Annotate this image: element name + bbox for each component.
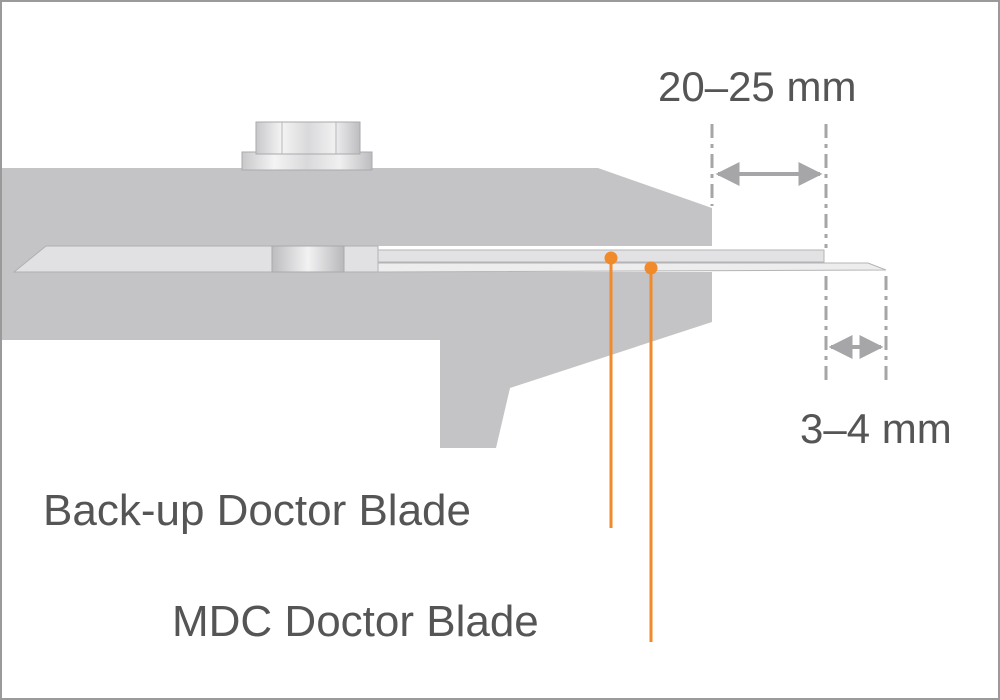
backup-blade-label: Back-up Doctor Blade [43, 486, 471, 535]
bolt-head [255, 121, 361, 155]
mdc-blade-marker [644, 261, 658, 275]
bolt-washer [241, 151, 373, 171]
backup-blade-marker [604, 251, 618, 265]
extension-dimension-label: 3–4 mm [800, 405, 952, 452]
bolt-spacer [271, 245, 345, 273]
blade-holder [2, 168, 712, 448]
backup-blade-shape [377, 249, 825, 263]
overhang-dimension-label: 20–25 mm [658, 63, 856, 110]
mdc-blade-shape [377, 262, 887, 273]
mdc-blade-label: MDC Doctor Blade [172, 597, 539, 646]
